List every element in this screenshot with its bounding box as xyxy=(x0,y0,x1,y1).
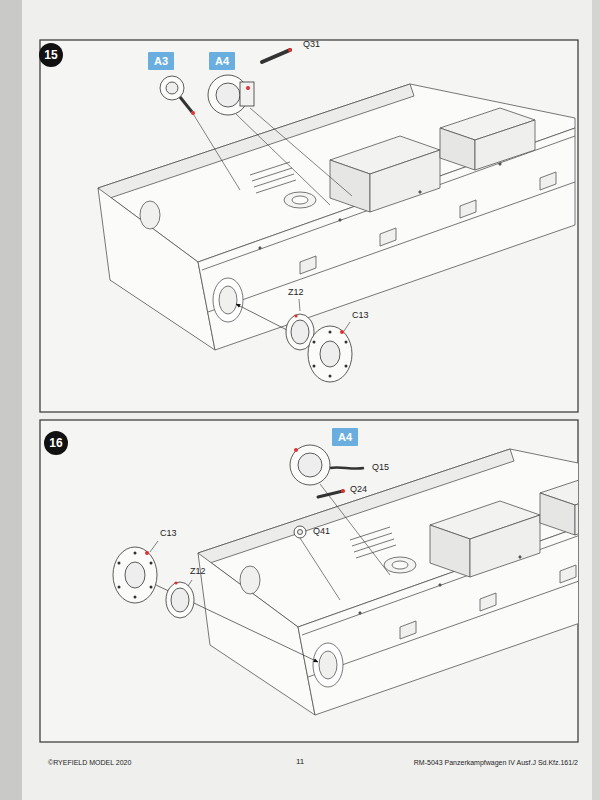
assembly-arrow xyxy=(135,575,318,662)
subassembly-tag: A4 xyxy=(209,52,235,70)
part-number: Z12 xyxy=(288,288,304,297)
shaft-part xyxy=(262,50,290,62)
drive-housing xyxy=(216,83,240,107)
part-number: Q15 xyxy=(372,463,389,472)
ring-part xyxy=(171,588,189,612)
page-number: 11 xyxy=(296,758,304,766)
leader-line xyxy=(150,541,158,552)
small-gear xyxy=(298,530,303,535)
subassembly-tag: A4 xyxy=(332,428,358,446)
ring-part xyxy=(291,320,309,344)
part-drawing xyxy=(160,50,352,382)
gear-housing xyxy=(166,82,178,94)
ring-part xyxy=(166,582,194,618)
node-text: 16 xyxy=(49,437,62,449)
part-number: Q31 xyxy=(303,40,320,49)
assembly-line xyxy=(236,114,330,205)
part-number: C13 xyxy=(160,529,177,538)
shaft xyxy=(180,97,192,112)
glue-point xyxy=(191,48,344,334)
gear-housing xyxy=(160,76,184,100)
assembly-line xyxy=(250,108,352,196)
step-number: 15 xyxy=(39,43,63,67)
drive-housing xyxy=(298,453,322,477)
hose-part xyxy=(330,467,364,468)
part-drawing xyxy=(113,445,390,662)
assembly-line xyxy=(320,484,390,575)
bolt-dots xyxy=(118,552,153,599)
part-number: Q24 xyxy=(350,485,367,494)
drive-housing xyxy=(290,445,330,485)
shaft-part xyxy=(318,491,343,497)
page-edge xyxy=(0,0,22,800)
part-number: Q41 xyxy=(313,527,330,536)
assembly-line xyxy=(300,538,340,600)
sprocket-part xyxy=(113,547,157,603)
hull-drawing xyxy=(98,84,575,350)
copyright-note: ©RYEFIELD MODEL 2020 xyxy=(48,759,131,766)
glue-point xyxy=(145,448,345,585)
node-text: 15 xyxy=(44,49,57,61)
step-panel xyxy=(40,40,578,412)
sprocket-part xyxy=(320,341,340,367)
node-text: A3 xyxy=(154,56,168,67)
subassembly-tag: A3 xyxy=(148,52,174,70)
page-edge xyxy=(592,0,600,800)
bolt-dots xyxy=(313,331,348,378)
leader-line xyxy=(344,322,350,331)
node-text: A4 xyxy=(338,432,352,443)
small-gear xyxy=(294,526,306,538)
sprocket-part xyxy=(308,326,352,382)
leader-line xyxy=(188,580,192,586)
step-number: 16 xyxy=(44,431,68,455)
hull-drawing xyxy=(198,449,578,715)
kit-title: RM-5043 Panzerkampfwagen IV Ausf.J Sd.Kf… xyxy=(414,759,578,766)
part-number: Z12 xyxy=(190,567,206,576)
node-text: A4 xyxy=(215,56,229,67)
part-number: C13 xyxy=(352,311,369,320)
sprocket-part xyxy=(125,562,145,588)
leader-line xyxy=(299,299,300,311)
assembly-line xyxy=(192,112,240,190)
drive-housing xyxy=(240,82,254,106)
